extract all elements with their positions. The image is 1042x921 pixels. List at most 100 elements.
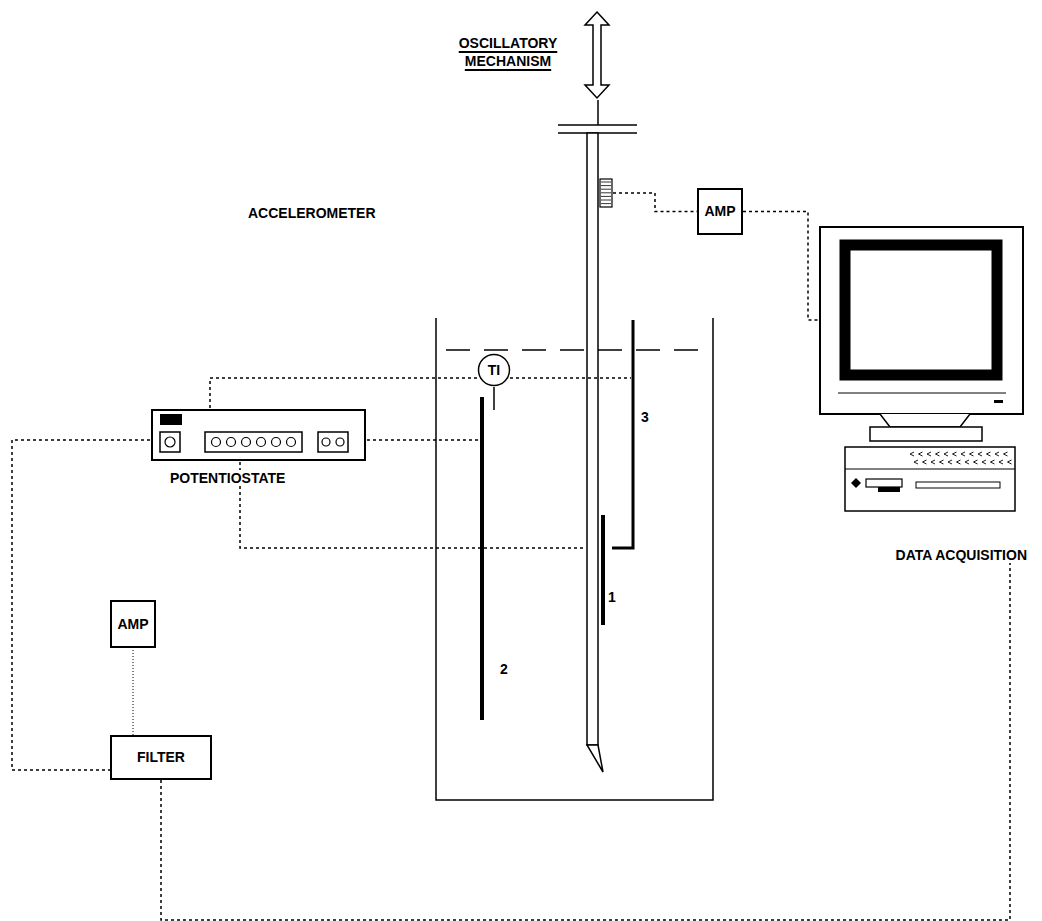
monitor-base	[870, 427, 982, 441]
reference-electrode	[612, 320, 633, 548]
potentiostat-switch	[160, 432, 180, 452]
keyboard-key	[916, 482, 1000, 488]
process-box: AMP	[697, 188, 743, 235]
monitor-led	[994, 400, 1003, 403]
potentiostat-knob	[287, 438, 296, 447]
electrode-wire	[210, 378, 631, 408]
instrument-circle-outline	[479, 355, 510, 386]
keyboard-key	[1004, 452, 1008, 456]
keyboard-key	[1008, 460, 1012, 464]
keyboard-key	[987, 452, 991, 456]
accelerometer-body	[600, 179, 612, 207]
keyboard-key	[944, 452, 948, 456]
signal-cable	[613, 193, 697, 212]
instrument-circle: TI	[477, 353, 511, 387]
electrode-wire	[240, 462, 585, 548]
accelerometer-hatch	[601, 203, 611, 204]
signal-cable	[743, 212, 818, 321]
potentiostat-case	[152, 410, 365, 460]
shaft-holder	[558, 124, 637, 126]
keyboard-key	[978, 452, 982, 456]
accelerometer-hatch	[601, 182, 611, 183]
potentiostat-terminal	[322, 438, 330, 446]
keyboard-key	[961, 452, 965, 456]
oscillating-rod	[587, 133, 603, 772]
node-label: AMP	[704, 203, 735, 219]
keyboard-key	[995, 452, 999, 456]
potentiostat-knob	[165, 437, 175, 447]
power-button	[851, 478, 861, 488]
potentiostat-knob	[227, 438, 236, 447]
keyboard-key	[948, 460, 952, 464]
keyboard-key	[970, 452, 974, 456]
keyboard-key	[953, 452, 957, 456]
accelerometer-hatch	[601, 192, 611, 193]
keyboard-key	[974, 460, 978, 464]
disk-slot	[878, 487, 900, 492]
accelerometer-hatch	[601, 200, 611, 201]
thermometer-stem	[493, 387, 495, 410]
accelerometer-hatch	[601, 196, 611, 197]
potentiostat: POTENTIOSTATE	[150, 408, 367, 487]
keyboard-key	[991, 460, 995, 464]
node-label: TI	[488, 362, 500, 378]
keyboard-key	[940, 460, 944, 464]
monitor-bezel	[838, 393, 1006, 394]
accelerometer-symbol	[599, 178, 613, 208]
keyboard-key	[919, 452, 923, 456]
keyboard-key	[910, 452, 914, 456]
node-label: FILTER	[137, 749, 185, 765]
potentiostat-knob	[212, 438, 221, 447]
potentiostat-knob	[272, 438, 281, 447]
accelerometer: ACCELEROMETER	[599, 178, 613, 208]
computer-case	[845, 447, 1015, 511]
callout-number: 3	[641, 408, 649, 426]
keyboard-key	[914, 460, 918, 464]
monitor-screen	[845, 245, 997, 375]
electrode-wire	[367, 439, 480, 441]
computer-symbol	[818, 225, 1035, 543]
counter-electrode	[480, 397, 484, 720]
process-box: FILTER	[110, 735, 212, 780]
process-box: AMP	[110, 600, 156, 648]
potentiostat-knob	[242, 438, 251, 447]
callout-number: 2	[500, 660, 508, 678]
potentiostat-terminal	[336, 438, 344, 446]
potentiostat-display	[160, 414, 182, 425]
computer: DATA ACQUISITION	[818, 225, 1035, 563]
keyboard-key	[927, 452, 931, 456]
node-label: POTENTIOSTATE	[168, 470, 287, 486]
potentiostat-knob	[257, 438, 266, 447]
thermometer-stem	[493, 387, 495, 410]
signal-cable	[161, 563, 1010, 920]
oscillation-arrow	[585, 12, 609, 98]
keyboard-key	[982, 460, 986, 464]
keyboard-key	[931, 460, 935, 464]
node-label: ACCELEROMETER	[248, 205, 376, 221]
monitor-case	[820, 227, 1023, 414]
keyboard-key	[965, 460, 969, 464]
oscillation-arrow	[585, 12, 609, 98]
accelerometer-hatch	[601, 185, 611, 186]
potentiostat-panel	[205, 432, 302, 452]
oscillating-rod	[587, 745, 603, 772]
beaker	[436, 318, 713, 800]
liquid-level	[446, 349, 705, 351]
shaft-holder	[597, 100, 599, 125]
keyboard-key	[957, 460, 961, 464]
signal-cable	[133, 648, 134, 735]
liquid-level	[446, 349, 705, 351]
working-electrode	[601, 515, 605, 625]
reference-electrode	[612, 320, 633, 548]
keyboard-key	[999, 460, 1003, 464]
node-label: AMP	[117, 616, 148, 632]
potentiostat-symbol	[150, 408, 367, 462]
keyboard-key	[923, 460, 927, 464]
beaker	[436, 318, 713, 800]
electrode-wire	[210, 378, 631, 548]
oscillating-rod	[587, 133, 598, 745]
node-label: DATA ACQUISITION	[818, 547, 1035, 563]
callout-number: 1	[608, 588, 616, 606]
shaft-holder	[558, 100, 637, 133]
